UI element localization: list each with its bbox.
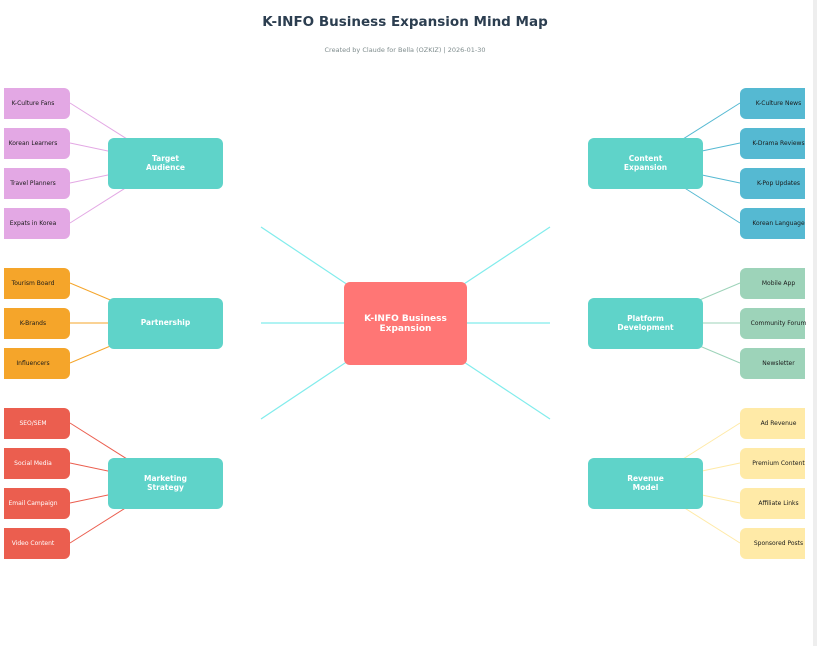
center-node: K-INFO Business Expansion <box>344 282 467 365</box>
leaf-mobile-app: Mobile App <box>740 268 805 299</box>
branch-revenue-model: Revenue Model <box>588 458 703 509</box>
leaf-social-media: Social Media <box>4 448 70 479</box>
leaf-influencers: Influencers <box>4 348 70 379</box>
leaf-k-culture-news: K-Culture News <box>740 88 805 119</box>
page-subtitle: Created by Claude for Bella (OZKIZ) | 20… <box>324 46 486 54</box>
branch-partnership: Partnership <box>108 298 223 349</box>
leaf-tourism-board: Tourism Board <box>4 268 70 299</box>
page-title: K-INFO Business Expansion Mind Map <box>262 14 548 30</box>
leaf-community-forum: Community Forum <box>740 308 806 339</box>
leaf-expats-in-korea: Expats in Korea <box>4 208 70 239</box>
leaf-affiliate-links: Affiliate Links <box>740 488 805 519</box>
page-edge <box>813 0 817 646</box>
branch-target-audience: Target Audience <box>108 138 223 189</box>
leaf-video-content: Video Content <box>4 528 70 559</box>
leaf-travel-planners: Travel Planners <box>4 168 70 199</box>
leaf-email-campaign: Email Campaign <box>4 488 70 519</box>
leaf-premium-content: Premium Content <box>740 448 805 479</box>
leaf-k-brands: K-Brands <box>4 308 70 339</box>
branch-marketing-strategy: Marketing Strategy <box>108 458 223 509</box>
branch-content-expansion: Content Expansion <box>588 138 703 189</box>
leaf-korean-learners: Korean Learners <box>4 128 70 159</box>
branch-platform-development: Platform Development <box>588 298 703 349</box>
leaf-seo-sem: SEO/SEM <box>4 408 70 439</box>
leaf-k-drama-reviews: K-Drama Reviews <box>740 128 805 159</box>
leaf-newsletter: Newsletter <box>740 348 805 379</box>
leaf-ad-revenue: Ad Revenue <box>740 408 805 439</box>
leaf-k-culture-fans: K-Culture Fans <box>4 88 70 119</box>
leaf-sponsored-posts: Sponsored Posts <box>740 528 805 559</box>
leaf-korean-language: Korean Language <box>740 208 805 239</box>
leaf-k-pop-updates: K-Pop Updates <box>740 168 805 199</box>
